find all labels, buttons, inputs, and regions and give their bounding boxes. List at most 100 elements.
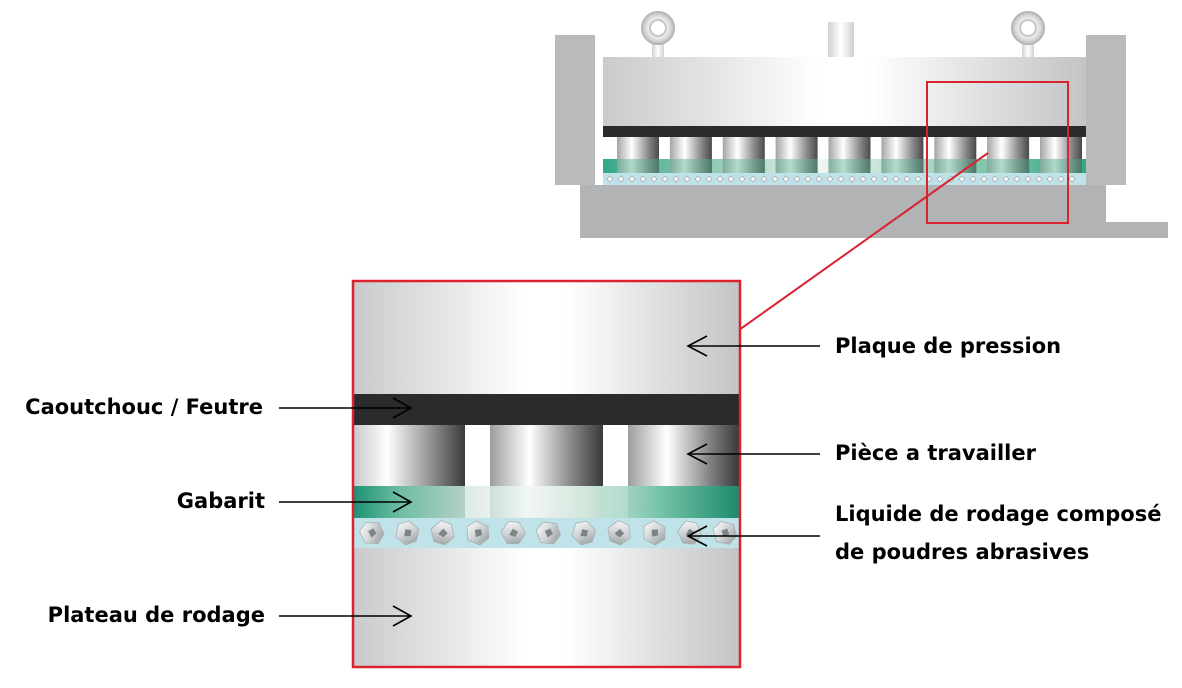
pressure-plate-overview <box>603 57 1086 127</box>
label-piece-a-travailler: Pièce a travailler <box>835 441 1036 465</box>
overview-abrasive-particle <box>760 175 768 183</box>
detail-lapping-plate <box>354 548 739 666</box>
arrow-plateau-de-rodage <box>279 605 413 627</box>
overview-abrasive-particle <box>903 175 911 183</box>
overview-workpieces <box>617 137 1082 173</box>
overview-abrasive-particle <box>683 175 691 183</box>
abrasive-particle <box>607 520 631 546</box>
overview-abrasive-particle <box>848 175 856 183</box>
overview-abrasive-particle <box>694 175 702 183</box>
overview-abrasive-particle <box>793 175 801 183</box>
overview-abrasive-particle <box>1002 175 1010 183</box>
overview-abrasive-particle <box>1024 175 1032 183</box>
overview-abrasive-particles <box>606 175 1076 183</box>
overview-abrasive-particle <box>1013 175 1021 183</box>
overview-abrasive-particle <box>727 175 735 183</box>
detail-workpiece-2 <box>490 425 603 487</box>
overview-abrasive-particle <box>958 175 966 183</box>
overview-abrasive-particle <box>837 175 845 183</box>
abrasive-particle <box>535 521 561 545</box>
label-gabarit: Gabarit <box>176 489 265 513</box>
eyebolt-right <box>1011 11 1045 58</box>
abrasive-particle <box>395 520 420 546</box>
overview-abrasive-particle <box>749 175 757 183</box>
slurry-overview <box>603 173 1086 185</box>
overview-workpiece <box>722 137 765 173</box>
detail-view <box>351 279 742 669</box>
side-column-right <box>1086 35 1126 185</box>
detail-pressure-plate <box>354 282 739 395</box>
overview-abrasive-particle <box>1046 175 1054 183</box>
overview-abrasive-particle <box>705 175 713 183</box>
overview-abrasive-particle <box>826 175 834 183</box>
abrasive-particle <box>500 521 526 545</box>
overview-abrasive-particle <box>881 175 889 183</box>
abrasive-particle <box>571 520 597 546</box>
detail-rubber-felt <box>354 394 739 425</box>
overview-workpiece <box>669 137 712 173</box>
overview-abrasive-particle <box>672 175 680 183</box>
overview-abrasive-particle <box>892 175 900 183</box>
detail-abrasive-particles <box>359 520 738 546</box>
zoom-connector-line <box>738 152 989 331</box>
overview-abrasive-particle <box>1057 175 1065 183</box>
overview-abrasive-particle <box>738 175 746 183</box>
detail-frame <box>351 279 742 669</box>
overview-jig-pocket <box>881 159 924 173</box>
label-plaque-de-pression: Plaque de pression <box>835 334 1062 358</box>
overview-jig-pocket <box>828 159 871 173</box>
overview-abrasive-particle <box>859 175 867 183</box>
zoom-region-frame <box>926 81 1069 224</box>
abrasive-particle <box>466 520 490 546</box>
abrasive-particle <box>712 521 738 545</box>
overview-abrasive-particle <box>804 175 812 183</box>
lapping-plate-overview <box>603 185 1086 195</box>
overview-abrasive-particle <box>815 175 823 183</box>
overview-workpiece <box>987 137 1030 173</box>
detail-jig <box>354 486 739 518</box>
overview-abrasive-particle <box>650 175 658 183</box>
detail-jig-gap-2 <box>603 486 628 518</box>
abrasive-particle <box>430 520 455 546</box>
overview-abrasive-particle <box>936 175 944 183</box>
overview-abrasive-particle <box>980 175 988 183</box>
label-liquide-de-rodage-line1: Liquide de rodage composé <box>835 502 1162 526</box>
overview-abrasive-particle <box>661 175 669 183</box>
base-notch <box>1106 185 1168 222</box>
rubber-layer-overview <box>603 126 1086 137</box>
overview-abrasive-particle <box>606 175 614 183</box>
overview-jig-pocket <box>987 159 1030 173</box>
overview-abrasive-particle <box>628 175 636 183</box>
overview-jig-pocket <box>1040 159 1082 173</box>
detail-jig-gap-1 <box>465 486 490 518</box>
arrow-gabarit <box>279 491 413 513</box>
arrow-liquide-de-rodage <box>686 525 820 547</box>
overview-workpiece <box>828 137 871 173</box>
side-column-left <box>555 35 595 185</box>
overview-jig-pocket <box>617 159 659 173</box>
overview-abrasive-particle <box>639 175 647 183</box>
overview-abrasive-particle <box>771 175 779 183</box>
overview-workpiece <box>881 137 924 173</box>
center-pin <box>828 22 854 58</box>
overview-jig-pocket <box>669 159 712 173</box>
overview-abrasive-particle <box>969 175 977 183</box>
overview-machine <box>555 11 1168 331</box>
abrasive-particle <box>359 521 385 545</box>
overview-workpiece <box>617 137 659 173</box>
callout-arrows <box>279 335 820 627</box>
detail-workpiece-3 <box>628 425 739 487</box>
eyebolt-left <box>641 11 675 58</box>
overview-abrasive-particle <box>1068 175 1076 183</box>
abrasive-particle <box>643 520 666 546</box>
overview-abrasive-particle <box>716 175 724 183</box>
overview-abrasive-particle <box>914 175 922 183</box>
arrow-plaque-de-pression <box>686 335 820 357</box>
label-liquide-de-rodage-line2: de poudres abrasives <box>835 540 1090 564</box>
overview-jig-pocket <box>722 159 765 173</box>
detail-workpiece-1 <box>354 425 465 487</box>
label-caoutchouc-feutre: Caoutchouc / Feutre <box>25 395 263 419</box>
abrasive-particle <box>677 520 703 545</box>
arrow-caoutchouc-feutre <box>279 397 413 419</box>
